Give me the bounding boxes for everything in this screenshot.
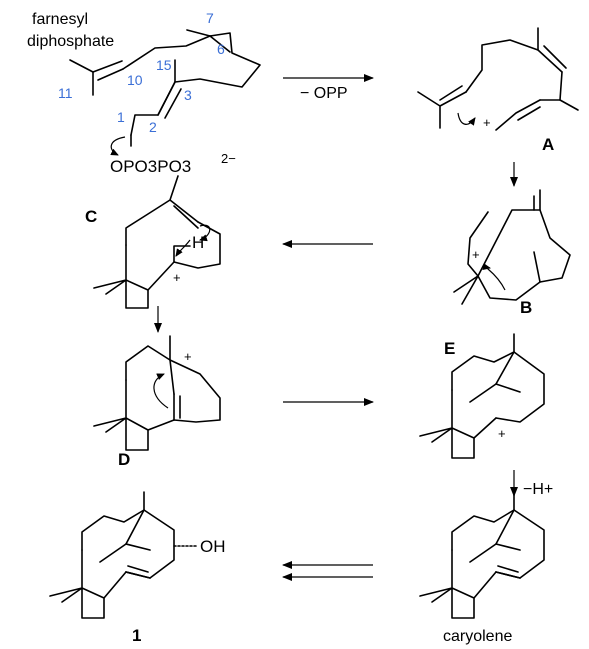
atom-number-2: 2 [149, 119, 157, 135]
farnesyl-diphosphate-structure [69, 29, 261, 147]
compound-label-b: B [520, 298, 532, 317]
atom-number-15: 15 [156, 57, 172, 73]
leaving-group-charge: 2− [221, 151, 236, 166]
atom-number-6: 6 [217, 41, 225, 57]
charge-c: + [173, 270, 181, 285]
step1-reagent: − OPP [300, 85, 348, 102]
product-label-1: 1 [132, 626, 141, 645]
curly-arrow-c-2 [175, 239, 191, 257]
atom-number-labels: 7 6 15 10 3 11 1 2 [58, 10, 225, 135]
hydroxyl-label: OH [200, 537, 226, 556]
structure-b [453, 189, 571, 305]
atom-number-11: 11 [58, 85, 73, 101]
structure-caryolene [419, 491, 545, 619]
atom-number-1: 1 [117, 109, 125, 125]
caryolene-label: caryolene [443, 628, 512, 645]
compound-label-d: D [118, 450, 130, 469]
curly-arrow-c-1 [199, 224, 211, 242]
leaving-group-text: OPO3PO3 [110, 157, 191, 176]
curly-arrow-d [153, 373, 169, 409]
structure-product-1 [49, 491, 197, 619]
charge-d: + [184, 349, 192, 364]
atom-number-10: 10 [127, 72, 143, 88]
curly-arrow-a [457, 112, 476, 126]
compound-label-e: E [444, 339, 455, 358]
structure-c [93, 175, 221, 309]
structure-a [417, 27, 579, 131]
curly-arrow-leaving-group [110, 136, 126, 156]
start-name-line1: farnesyl [32, 11, 88, 28]
atom-number-7: 7 [206, 10, 214, 26]
hydrogen-label: H [192, 233, 204, 252]
structure-d [93, 335, 221, 451]
curly-arrow-b [482, 263, 506, 291]
step-final-reagent: −H+ [523, 481, 553, 498]
start-name-line2: diphosphate [27, 33, 114, 50]
compound-label-a: A [542, 135, 554, 154]
charge-a: + [483, 115, 491, 130]
atom-number-3: 3 [184, 87, 192, 103]
charge-e: + [498, 426, 506, 441]
structure-e [419, 333, 545, 459]
compound-label-c: C [85, 207, 97, 226]
charge-b: + [472, 247, 480, 262]
